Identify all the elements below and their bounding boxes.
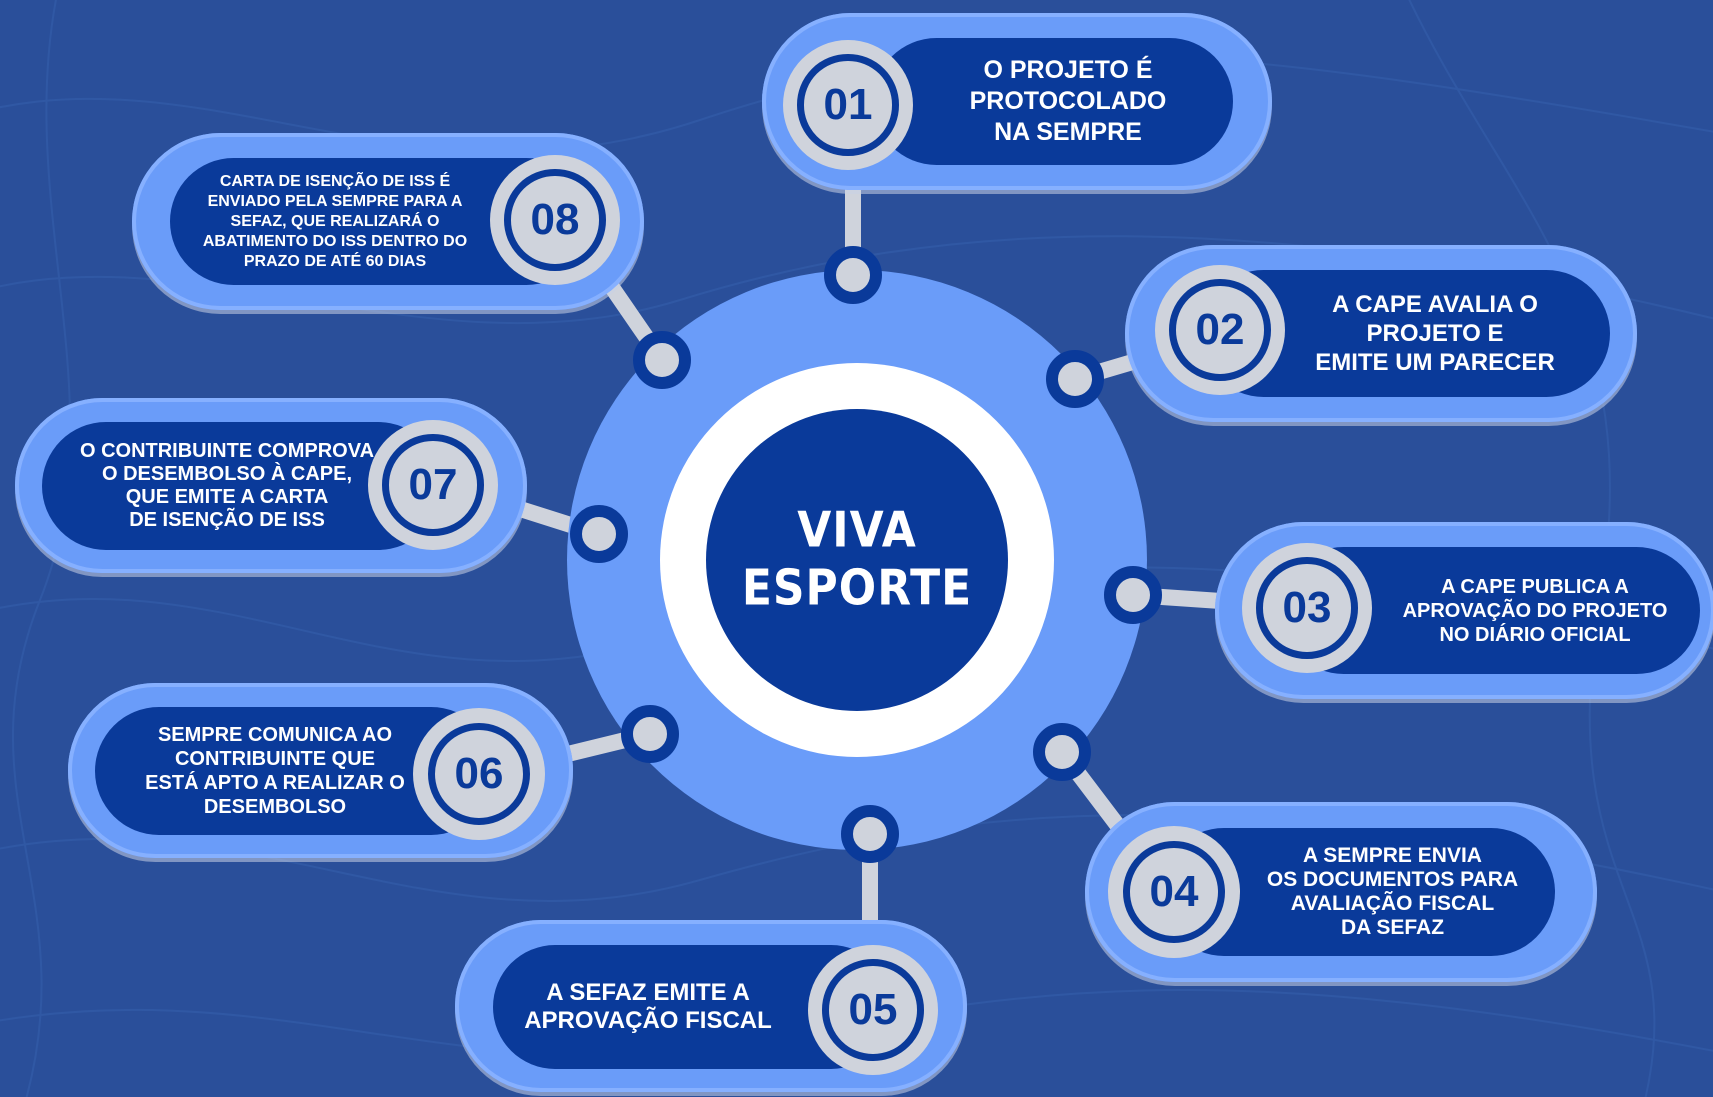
- step-07-badge-ring: 07: [382, 434, 484, 536]
- step-03-text: A CAPE PUBLICA A APROVAÇÃO DO PROJETO NO…: [1402, 575, 1668, 646]
- node-dot-04: [1033, 723, 1091, 781]
- step-05-number: 05: [848, 984, 898, 1034]
- node-dot-02: [1046, 350, 1104, 408]
- step-03-badge-ring: 03: [1256, 557, 1358, 659]
- step-01-panel: O PROJETO É PROTOCOLADO NA SEMPRE: [873, 38, 1233, 165]
- step-04-badge: 04: [1108, 826, 1240, 958]
- step-05-badge-ring: 05: [822, 959, 924, 1061]
- step-02-badge-ring: 02: [1169, 279, 1271, 381]
- step-05-badge: 05: [808, 945, 938, 1075]
- node-dot-07: [570, 505, 628, 563]
- step-01-number: 01: [823, 79, 873, 129]
- node-dot-08: [633, 331, 691, 389]
- node-dot-05: [841, 805, 899, 863]
- step-06-badge: 06: [413, 708, 545, 840]
- step-08-text: CARTA DE ISENÇÃO DE ISS É ENVIADO PELA S…: [202, 172, 468, 270]
- step-01-badge: 01: [783, 40, 913, 170]
- step-07-badge: 07: [368, 420, 498, 550]
- step-01-badge-ring: 01: [797, 54, 899, 156]
- step-04-badge-ring: 04: [1122, 840, 1226, 944]
- node-dot-01: [824, 246, 882, 304]
- step-04-text: A SEMPRE ENVIA OS DOCUMENTOS PARA AVALIA…: [1266, 844, 1519, 939]
- step-07-number: 07: [408, 459, 458, 509]
- node-dot-03: [1104, 566, 1162, 624]
- step-07-text: O CONTRIBUINTE COMPROVA O DESEMBOLSO À C…: [79, 440, 375, 531]
- step-08-number: 08: [530, 194, 580, 244]
- center-title-line-2: ESPORTE: [741, 559, 973, 617]
- step-06-number: 06: [454, 748, 504, 798]
- step-06-badge-ring: 06: [427, 722, 531, 826]
- step-02-number: 02: [1195, 304, 1245, 354]
- step-03-badge: 03: [1242, 543, 1372, 673]
- step-05-text: A SEFAZ EMITE A APROVAÇÃO FISCAL: [524, 979, 772, 1034]
- step-08-badge-ring: 08: [504, 169, 606, 271]
- step-03-number: 03: [1282, 582, 1332, 632]
- step-01-text: O PROJETO É PROTOCOLADO NA SEMPRE: [969, 56, 1167, 146]
- center-title-line-1: VIVA: [797, 501, 917, 559]
- step-06-text: SEMPRE COMUNICA AO CONTRIBUINTE QUE ESTÁ…: [145, 724, 405, 818]
- node-dot-06: [621, 705, 679, 763]
- step-08-badge: 08: [490, 155, 620, 285]
- step-02-badge: 02: [1155, 265, 1285, 395]
- center-title-circle: VIVA ESPORTE: [706, 409, 1008, 711]
- step-02-text: A CAPE AVALIA O PROJETO E EMITE UM PAREC…: [1315, 291, 1555, 376]
- step-04-number: 04: [1149, 866, 1199, 916]
